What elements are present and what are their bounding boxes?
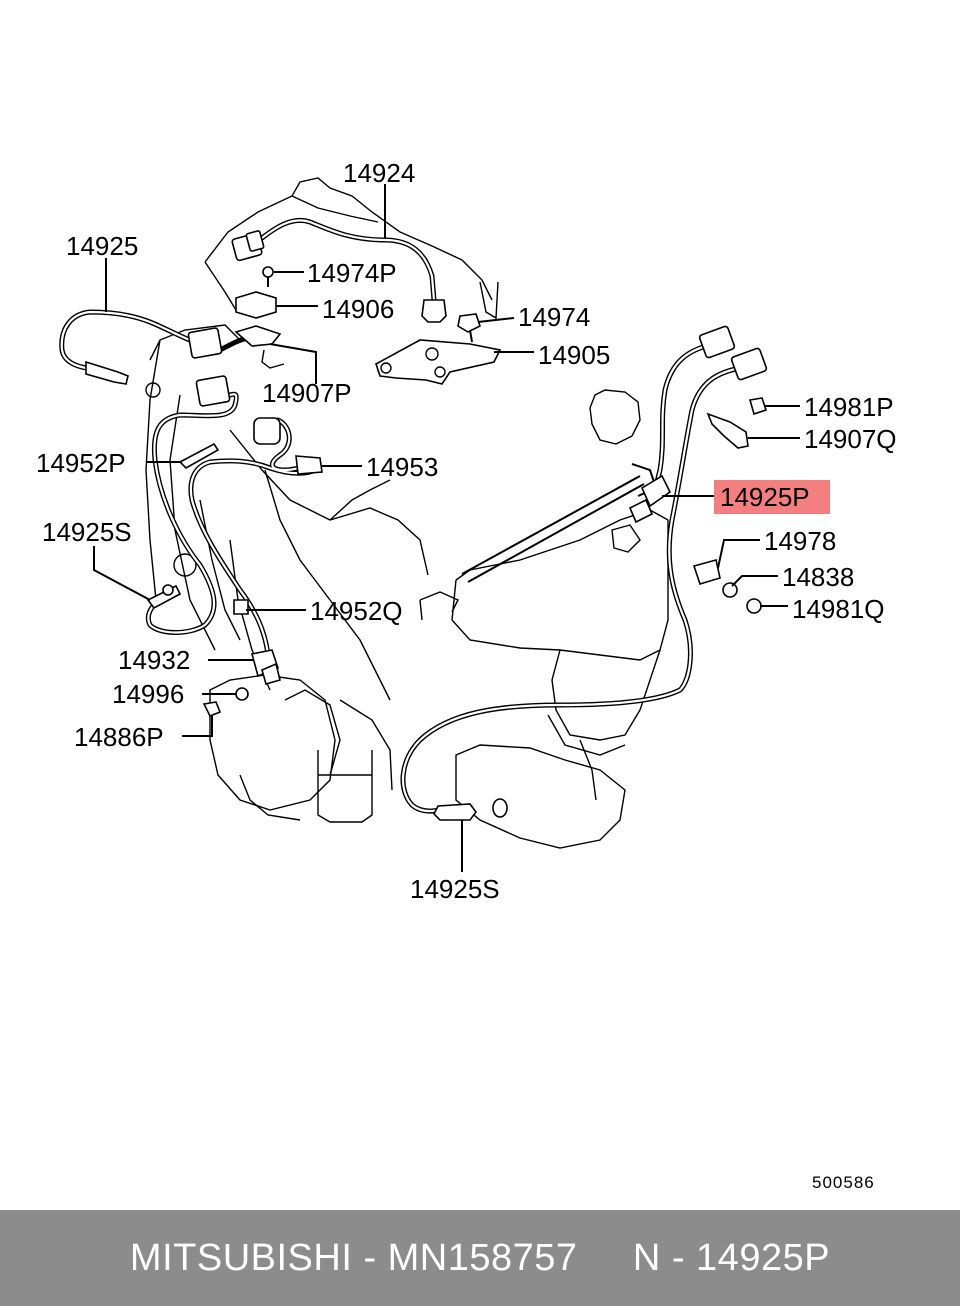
label-14932[interactable]: 14932 <box>118 645 190 675</box>
label-14996[interactable]: 14996 <box>112 679 184 709</box>
label-14907P[interactable]: 14907P <box>262 378 352 408</box>
label-14905[interactable]: 14905 <box>538 340 610 370</box>
parts <box>85 230 768 821</box>
part-labels: 14924 14925 14974P 14906 14974 14905 149… <box>36 158 897 904</box>
engine-outline <box>145 177 669 849</box>
label-14925S-left[interactable]: 14925S <box>42 517 132 547</box>
label-14906[interactable]: 14906 <box>322 294 394 324</box>
footer-text: MITSUBISHI - MN158757 N - 14925P <box>129 1236 831 1279</box>
label-14952Q[interactable]: 14952Q <box>310 596 403 626</box>
label-14981Q[interactable]: 14981Q <box>792 594 885 624</box>
label-14838[interactable]: 14838 <box>782 562 854 592</box>
label-14925P[interactable]: 14925P <box>720 482 810 512</box>
label-14974[interactable]: 14974 <box>518 302 590 332</box>
label-14924[interactable]: 14924 <box>343 158 415 188</box>
label-14907Q[interactable]: 14907Q <box>804 424 897 454</box>
leader-lines <box>93 184 800 872</box>
parts-diagram: 14924 14925 14974P 14906 14974 14905 149… <box>36 158 897 1192</box>
footer-bar: MITSUBISHI - MN158757 N - 14925P <box>0 1210 960 1306</box>
label-14952P[interactable]: 14952P <box>36 448 126 478</box>
highlight-box <box>714 480 830 514</box>
wiring-harnesses <box>59 218 743 814</box>
label-14978[interactable]: 14978 <box>764 526 836 556</box>
label-14974P[interactable]: 14974P <box>307 258 397 288</box>
label-14886P[interactable]: 14886P <box>74 722 164 752</box>
label-14925S-bottom[interactable]: 14925S <box>410 874 500 904</box>
label-14925[interactable]: 14925 <box>66 231 138 261</box>
label-14953[interactable]: 14953 <box>366 452 438 482</box>
reference-number: 500586 <box>812 1173 875 1192</box>
label-14981P[interactable]: 14981P <box>804 392 894 422</box>
